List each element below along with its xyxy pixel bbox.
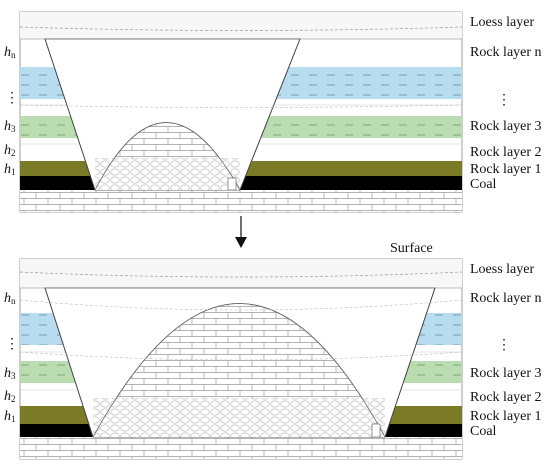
panel-before (19, 11, 463, 213)
label-loess-layer-bottom: Loess layer (470, 262, 534, 277)
label-rock-layer-3-top: Rock layer 3 (470, 119, 542, 134)
loess-layer-after (20, 259, 462, 288)
floor-rock (20, 190, 462, 212)
label-rock-layer-2-top: Rock layer 2 (470, 145, 542, 160)
height-h3-top: h3 (4, 119, 16, 134)
height-hn-top: hn (4, 45, 16, 60)
caved-zone (95, 158, 240, 190)
height-dots-top: ⋮ (5, 91, 19, 106)
label-rock-layer-1-top: Rock layer 1 (470, 162, 542, 177)
label-rock-layer-n-bottom: Rock layer n (470, 291, 542, 306)
label-rock-layer-1-bottom: Rock layer 1 (470, 409, 542, 424)
label-rock-layer-n-top: Rock layer n (470, 45, 542, 60)
height-hn-bottom: hn (4, 291, 16, 306)
panel-after (19, 258, 463, 460)
label-coal-top: Coal (470, 177, 497, 192)
loess-layer (20, 12, 462, 39)
label-rock-layer-3-bottom: Rock layer 3 (470, 366, 542, 381)
height-h3-bottom: h3 (4, 366, 16, 381)
floor-rock-after (20, 437, 462, 459)
height-h1-top: h1 (4, 162, 16, 177)
height-h2-top: h2 (4, 143, 16, 158)
label-dots-top: ⋮ (497, 93, 511, 108)
height-dots-bottom: ⋮ (5, 337, 19, 352)
height-h1-bottom: h1 (4, 409, 16, 424)
caved-zone-after (93, 398, 385, 437)
label-coal-bottom: Coal (470, 424, 497, 439)
height-h2-bottom: h2 (4, 389, 16, 404)
label-loess-layer-top: Loess layer (470, 15, 534, 30)
transition-arrow (235, 216, 247, 248)
label-surface: Surface (390, 241, 433, 256)
label-rock-layer-2-bottom: Rock layer 2 (470, 390, 542, 405)
label-dots-bottom: ⋮ (497, 338, 511, 353)
